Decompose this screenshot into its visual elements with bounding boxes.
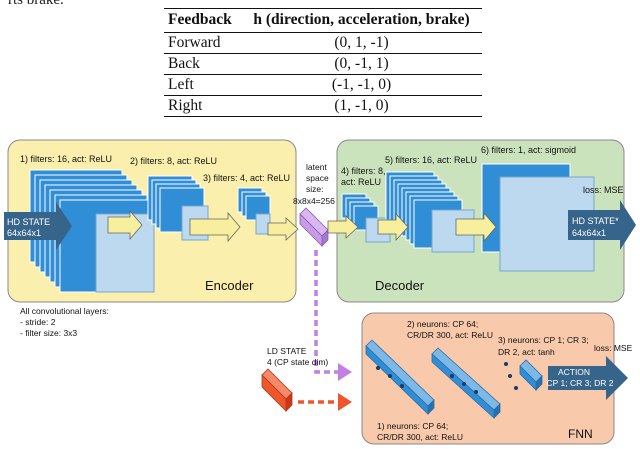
conv-notes-line3: - filter size: 3x3 (20, 328, 77, 338)
feedback-table-header-row: Feedback h (direction, acceleration, bra… (164, 8, 482, 33)
h-vector-cell: (-1, -1, 0) (241, 74, 482, 96)
fnn-layer2-label-line1: 2) neurons: CP 64; (407, 319, 478, 329)
decoder-title: Decoder (375, 278, 425, 293)
h-vector-cell: (0, -1, 1) (241, 53, 482, 75)
latent-label-line4: 8x8x4=256 (293, 196, 335, 206)
action-title: ACTION (558, 367, 590, 377)
latent-label-line2: space (306, 173, 329, 183)
encoder-layer3-stack (237, 187, 271, 235)
fnn-layer2-label-line2: CR/DR 300, act: ReLU (407, 330, 493, 340)
fnn-loss-label: loss: MSE (594, 343, 633, 353)
table-row: Back (0, -1, 1) (164, 53, 482, 75)
feedback-column-header: Feedback (164, 8, 242, 33)
fnn-layer1-label-line2: CR/DR 300, act: ReLU (377, 432, 463, 442)
decoder-layer5-label: 5) filters: 16, act: ReLU (385, 155, 477, 165)
hd-state-input-title: HD STATE (7, 217, 50, 227)
feedback-cell: Left (164, 74, 242, 96)
fnn-layer2-bar (431, 347, 501, 419)
fnn-layer3-bar (519, 359, 543, 391)
latent-space-block (299, 207, 329, 247)
hd-state-output-arrow: HD STATE* 64x64x1 (568, 200, 636, 250)
table-row: Left (-1, -1, 0) (164, 74, 482, 96)
fnn-layer1-bar (365, 339, 435, 415)
encoder-layer1-label: 1) filters: 16, act: ReLU (20, 154, 112, 164)
ld-state-label-line2: 4 (CP state dim) (267, 357, 328, 367)
decoder-flow-arrows (327, 211, 497, 243)
decoder-layer4-label-line2: act: ReLU (341, 177, 381, 187)
action-output-arrow: ACTION CP 1; CR 3; DR 2 (547, 356, 628, 400)
hd-state-input-arrow: HD STATE 64x64x1 (4, 202, 72, 250)
hd-state-input-dims: 64x64x1 (7, 228, 41, 238)
hd-state-output-title: HD STATE* (572, 216, 619, 226)
conv-notes-line2: - stride: 2 (20, 317, 56, 327)
latent-label-line1: latent (306, 162, 327, 172)
fnn-connection-dots (376, 362, 518, 394)
fnn-title: FNN (568, 427, 593, 441)
action-dims: CP 1; CR 3; DR 2 (547, 378, 614, 388)
encoder-layer2-label: 2) filters: 8, act: ReLU (130, 156, 217, 166)
decoder-layer4-stack (341, 193, 391, 243)
table-row: Forward (0, 1, -1) (164, 32, 482, 54)
latent-label-line3: size: (306, 184, 323, 194)
feedback-cell: Right (164, 95, 242, 117)
encoder-title: Encoder (205, 278, 254, 293)
feedback-cell: Forward (164, 32, 242, 54)
decoder-layer6-label: 6) filters: 1, act: sigmoid (481, 145, 576, 155)
fnn-layer3-label-line1: 3) neurons: CP 1; CR 3; (498, 335, 589, 345)
conv-notes-line1: All convolutional layers: (20, 306, 109, 316)
latent-to-fnn-dashed-arrow (314, 250, 340, 374)
ld-state-block (261, 368, 293, 412)
h-vector-cell: (1, -1, 0) (241, 95, 482, 117)
intro-text: rts brake. (8, 0, 64, 8)
encoder-layer3-label: 3) filters: 4, act: ReLU (203, 173, 290, 183)
ld-to-fnn-arrowhead (338, 393, 352, 411)
encoder-flow-arrows (107, 209, 299, 243)
hd-state-output-dims: 64x64x1 (572, 228, 606, 238)
decoder-loss-label: loss: MSE (583, 185, 624, 195)
latent-to-fnn-arrowhead (338, 363, 352, 381)
fnn-layer1-label-line1: 1) neurons: CP 64; (377, 421, 448, 431)
fnn-layer3-label-line2: DR 2, act: tanh (498, 347, 555, 357)
table-row: Right (1, -1, 0) (164, 95, 482, 117)
h-vector-column-header: h (direction, acceleration, brake) (241, 8, 482, 33)
h-vector-cell: (0, 1, -1) (241, 32, 482, 54)
decoder-layer4-label-line1: 4) filters: 8, (341, 166, 386, 176)
ld-state-label-line1: LD STATE (267, 346, 307, 356)
feedback-cell: Back (164, 53, 242, 75)
feedback-table: Feedback h (direction, acceleration, bra… (164, 8, 482, 117)
